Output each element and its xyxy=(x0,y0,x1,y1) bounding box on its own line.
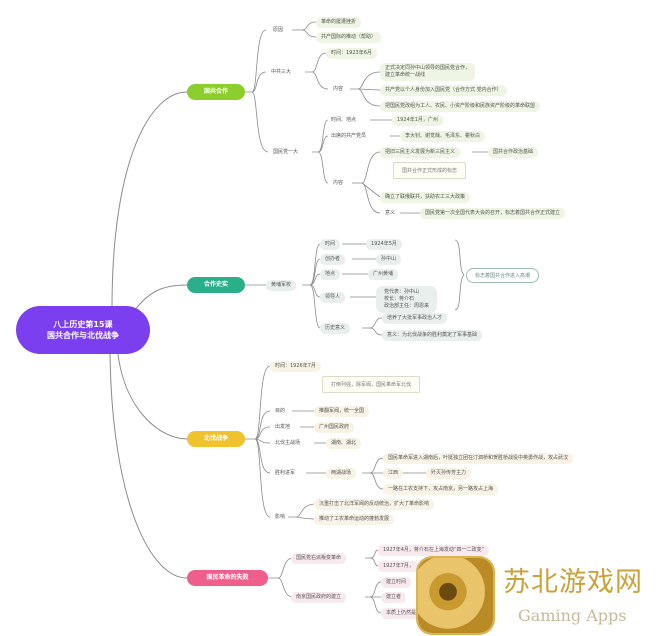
node-congress-item[interactable]: 共产党以个人身份加入国民党（合作方式 党内合作） xyxy=(380,85,507,96)
watermark-site-name: 苏北游戏网 xyxy=(503,567,643,598)
node-text: 校长：蒋介石 xyxy=(384,296,415,302)
watermark-bird-logo-icon xyxy=(418,558,493,633)
node-march-item[interactable]: 江西 xyxy=(383,468,404,479)
node-text: 正式决定同孙中山领导的国民党合作， xyxy=(385,65,471,71)
callout-slogan: 打倒列强，除军阀，国民革命军北伐 xyxy=(322,376,421,393)
link-root-b4 xyxy=(109,353,188,579)
node-time-place-label[interactable]: 时间、地点 xyxy=(331,117,357,123)
node-nanjing-item[interactable]: 本质上仍然是… xyxy=(381,608,427,619)
node-goal-label[interactable]: 目的 xyxy=(275,408,286,414)
node-front[interactable]: 湖南、湖北 xyxy=(326,438,362,449)
node-doctrine-note[interactable]: 国共合作政治基础 xyxy=(488,147,539,158)
summary-node[interactable]: 标志着国共合作进入高潮 xyxy=(466,268,540,283)
node-congress-time[interactable]: 时间：1923年6月 xyxy=(326,48,377,59)
node-text: 政治部主任：周恩来 xyxy=(384,303,430,309)
root-topic[interactable]: 八上历史第15课 国共合作与北伐战争 xyxy=(16,306,150,354)
node-goal[interactable]: 推翻军阀，统一全国 xyxy=(314,406,370,417)
node-leaders-label[interactable]: 领导人 xyxy=(320,292,346,303)
node-reason-item[interactable]: 共产国际的推动（帮助） xyxy=(316,32,382,43)
watermark-subtitle: Gaming Apps xyxy=(518,606,627,625)
node-third-congress[interactable]: 中共三大 xyxy=(271,69,292,75)
node-march-item[interactable]: 国民革命军进入湖南后，叶挺独立团在汀泗桥和贺胜桥战役中英勇作战，攻占武汉 xyxy=(383,453,574,464)
node-doctrine[interactable]: 把旧三民主义发展为新三民主义 xyxy=(380,147,461,158)
node-row-value[interactable]: 1924年5月 xyxy=(366,239,402,250)
node-row-label[interactable]: 时间 xyxy=(320,239,341,250)
node-impact[interactable]: 沉重打击了北洋军阀的反动统治，扩大了革命影响 xyxy=(314,499,435,510)
node-march-sub[interactable]: 两湖战场 xyxy=(326,468,357,479)
node-march-item[interactable]: 一路在工农支持下，攻占南京，另一路攻占上海 xyxy=(383,484,499,495)
node-time-place[interactable]: 1924年1月，广州 xyxy=(392,115,443,126)
node-impact[interactable]: 推动了工农革命运动的蓬勃发展 xyxy=(314,514,395,525)
node-origin-label[interactable]: 出发地 xyxy=(275,424,291,430)
node-nanjing-government[interactable]: 南京国民政府的建立 xyxy=(291,592,347,603)
topic-kmt-cpc-cooperation[interactable]: 国共合作 xyxy=(187,84,245,100)
node-nanjing-item[interactable]: 建立时间 xyxy=(381,577,412,588)
node-significance[interactable]: 培养了大批军事政治人才 xyxy=(382,313,448,324)
node-text: 建立革命统一战线 xyxy=(385,72,426,78)
node-reason-item[interactable]: 革命的屡遭挫折 xyxy=(316,17,362,28)
node-leaders[interactable]: 党代表：孙中山 校长：蒋介石 政治部主任：周恩来 xyxy=(376,286,438,313)
root-title-line2: 国共合作与北伐战争 xyxy=(47,331,119,340)
node-row-value[interactable]: 孙中山 xyxy=(376,254,402,265)
node-kmt-content[interactable]: 内容 xyxy=(333,180,344,186)
root-title-line1: 八上历史第15课 xyxy=(53,320,113,329)
node-origin[interactable]: 广州国民政府 xyxy=(314,422,355,433)
node-front-label[interactable]: 北伐主战场 xyxy=(275,440,301,446)
node-betrayal-item[interactable]: 1927年4月，蒋介石在上海发动“四一二政变” xyxy=(378,545,490,556)
node-whampoa[interactable]: 黄埔军校 xyxy=(266,280,297,291)
node-row-label[interactable]: 创办者 xyxy=(320,254,346,265)
node-row-label[interactable]: 地点 xyxy=(320,269,341,280)
node-congress-item[interactable]: 正式决定同孙中山领导的国民党合作， 建立革命统一战线 xyxy=(380,63,476,81)
node-text: 党代表：孙中山 xyxy=(384,289,420,295)
node-reason[interactable]: 原因 xyxy=(273,27,284,33)
node-meaning[interactable]: 国民党第一次全国代表大会的召开，标志着国共合作正式建立 xyxy=(420,208,566,219)
node-delegates[interactable]: 李大钊、谢觉哉、毛泽东、瞿秋白 xyxy=(400,131,486,142)
node-significance[interactable]: 意义：为北伐战争的胜利奠定了军事基础 xyxy=(382,330,483,341)
node-jiangxi-note[interactable]: 歼灭孙传芳主力 xyxy=(426,468,472,479)
node-congress-item[interactable]: 把国民党改组为工人、农民、小资产阶级和民族资产阶级的革命联盟 xyxy=(380,101,541,112)
node-march-label[interactable]: 胜利进军 xyxy=(275,470,296,476)
node-congress-content[interactable]: 内容 xyxy=(333,86,344,92)
topic-northern-expedition[interactable]: 北伐战争 xyxy=(187,431,245,447)
link-root-b2 xyxy=(134,284,188,311)
node-betrayal-item[interactable]: 1927年7月， xyxy=(378,561,419,572)
node-meaning-label[interactable]: 意义 xyxy=(385,210,396,216)
node-time[interactable]: 时间：1926年7月 xyxy=(270,361,321,372)
topic-cooperation-facts[interactable]: 合作史实 xyxy=(187,277,245,293)
node-policy[interactable]: 确立了联俄联共，扶助农工三大政策 xyxy=(380,192,471,203)
link-root-b3 xyxy=(117,353,188,440)
node-significance-label[interactable]: 历史意义 xyxy=(320,323,351,334)
callout-note: 国共合作正式形成的标志 xyxy=(393,162,467,179)
node-impact-label[interactable]: 影响 xyxy=(275,514,286,520)
node-nanjing-item[interactable]: 建立者 xyxy=(381,592,407,603)
node-betrayal[interactable]: 国民党右派叛变革命 xyxy=(291,553,347,564)
node-kmt-first-congress[interactable]: 国民党一大 xyxy=(273,149,299,155)
node-row-value[interactable]: 广州黄埔 xyxy=(368,269,399,280)
node-delegates-label[interactable]: 出席的共产党员 xyxy=(331,133,367,139)
link-root-b1 xyxy=(111,91,188,309)
topic-revolution-failure[interactable]: 国民革命的失败 xyxy=(187,570,268,586)
